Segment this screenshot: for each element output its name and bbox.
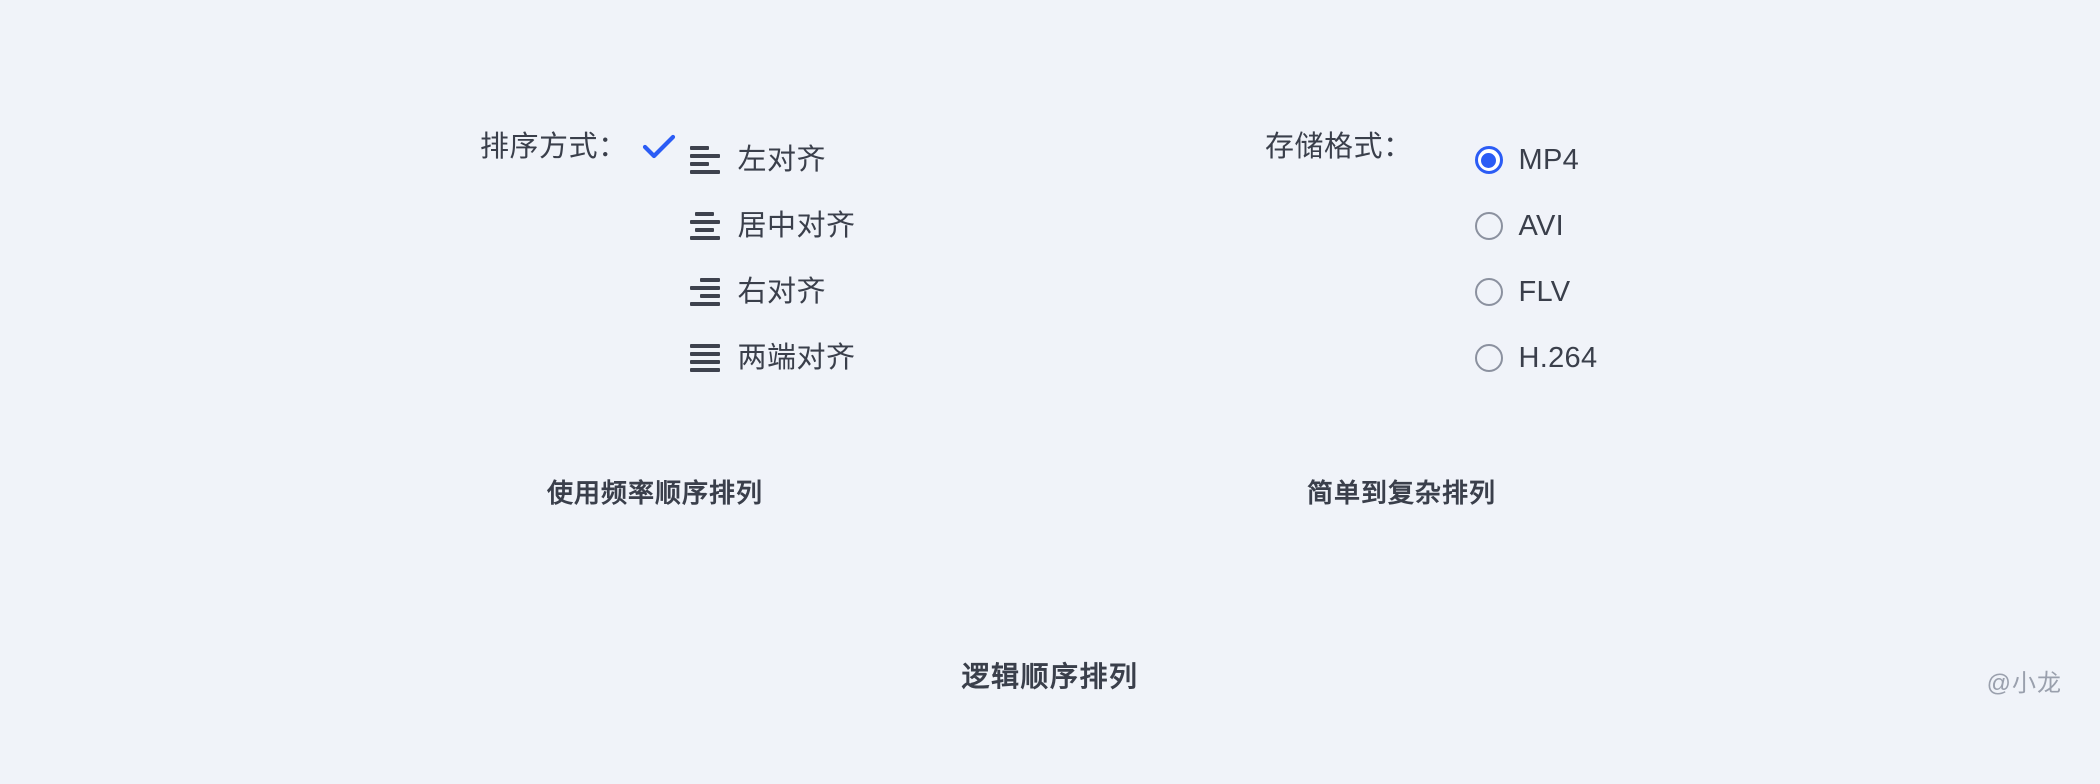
radio-selected-icon[interactable] <box>1474 146 1503 174</box>
option-label: 左对齐 <box>737 144 827 176</box>
align-justify-icon <box>689 344 720 372</box>
sidebar-item-align-left[interactable]: 左对齐 <box>689 127 856 193</box>
radio-option-h264[interactable]: H.264 <box>1474 325 1598 391</box>
radio-label: FLV <box>1518 276 1571 308</box>
option-label: 右对齐 <box>737 276 827 308</box>
sort-method-group: 排序方式： 左对齐 居中对齐 <box>480 127 856 391</box>
label-gap-spacer <box>1413 127 1475 165</box>
radio-unselected-icon[interactable] <box>1474 278 1503 306</box>
sort-method-caption: 使用频率顺序排列 <box>547 478 764 508</box>
radio-option-avi[interactable]: AVI <box>1474 193 1598 259</box>
align-right-icon <box>689 278 720 306</box>
align-left-icon <box>689 146 720 174</box>
radio-option-flv[interactable]: FLV <box>1474 259 1598 325</box>
storage-format-option-list: MP4 AVI FLV H.264 <box>1474 127 1598 391</box>
radio-option-mp4[interactable]: MP4 <box>1474 127 1598 193</box>
sidebar-item-align-justify[interactable]: 两端对齐 <box>689 325 856 391</box>
bottom-caption: 逻辑顺序排列 <box>961 661 1139 692</box>
option-label: 居中对齐 <box>737 210 856 242</box>
align-center-icon <box>689 212 720 240</box>
check-icon <box>628 127 690 165</box>
storage-format-column: 存储格式： MP4 AVI FLV H.264 <box>1050 0 2100 784</box>
option-label: 两端对齐 <box>737 342 856 374</box>
storage-format-label: 存储格式： <box>1265 131 1413 163</box>
sidebar-item-align-right[interactable]: 右对齐 <box>689 259 856 325</box>
storage-format-group: 存储格式： MP4 AVI FLV H.264 <box>1265 127 1597 391</box>
radio-unselected-icon[interactable] <box>1474 212 1503 240</box>
radio-label: MP4 <box>1518 144 1580 176</box>
sort-method-label: 排序方式： <box>480 131 628 163</box>
storage-format-caption: 简单到复杂排列 <box>1307 478 1497 508</box>
sort-method-column: 排序方式： 左对齐 居中对齐 <box>480 127 856 391</box>
radio-label: H.264 <box>1518 342 1598 374</box>
radio-unselected-icon[interactable] <box>1474 344 1503 372</box>
sidebar-item-align-center[interactable]: 居中对齐 <box>689 193 856 259</box>
alignment-option-list: 左对齐 居中对齐 右对齐 <box>689 127 856 391</box>
radio-label: AVI <box>1518 210 1565 242</box>
watermark: @小龙 <box>1986 670 2062 697</box>
